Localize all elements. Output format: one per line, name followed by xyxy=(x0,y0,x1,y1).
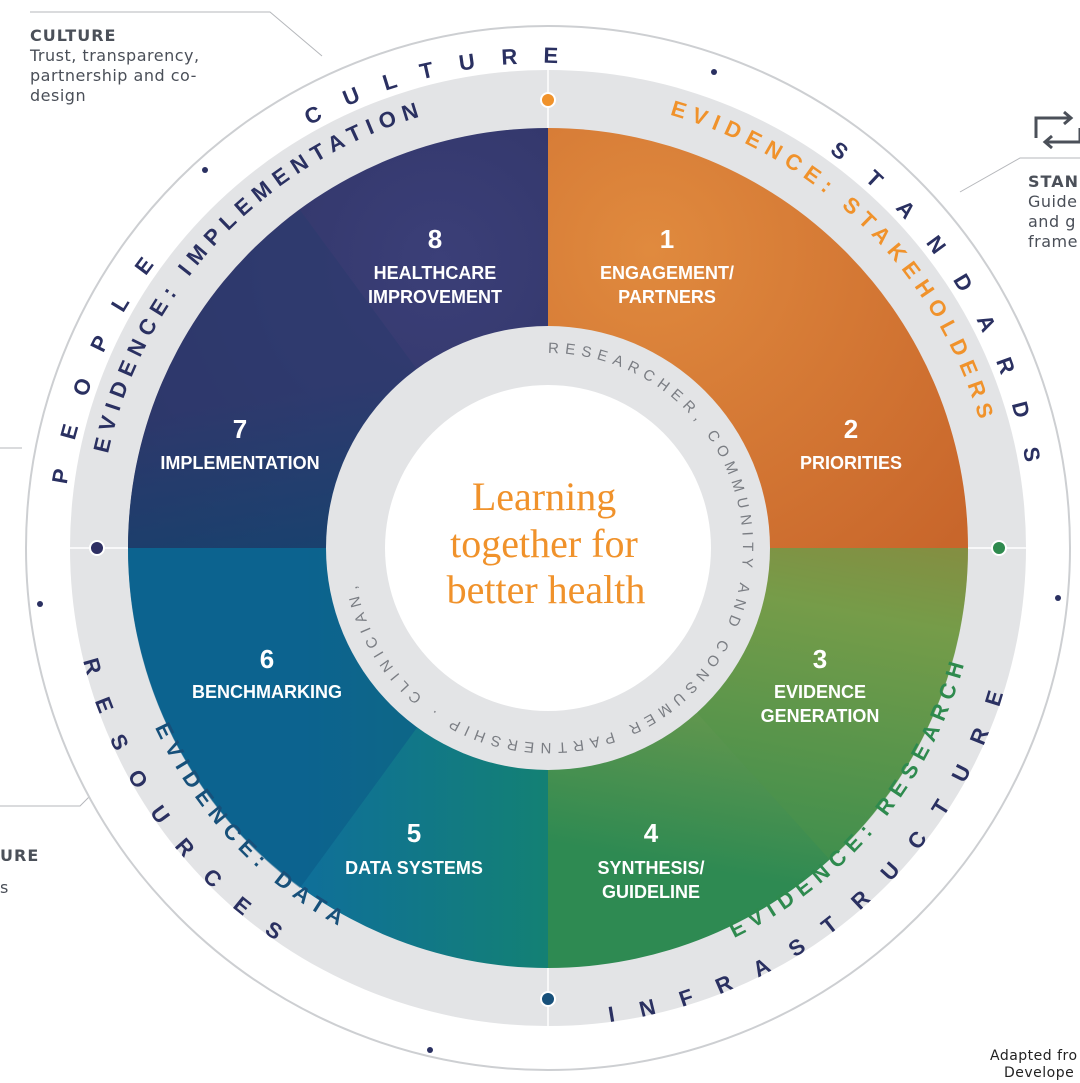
segment-6: 6 BENCHMARKING xyxy=(192,644,342,702)
segment-6-number: 6 xyxy=(260,644,274,674)
segment-6-label-line-1: BENCHMARKING xyxy=(192,682,342,702)
segment-8-label-line-2: IMPROVEMENT xyxy=(368,287,502,307)
segment-4-number: 4 xyxy=(644,818,659,848)
segment-4-label-line-1: SYNTHESIS/ xyxy=(597,858,704,878)
center-title-line-1: Learning xyxy=(472,474,616,519)
segment-3-label-line-1: EVIDENCE xyxy=(774,682,866,702)
infrastructure-callout: URE s xyxy=(0,846,40,898)
outer-ring-dots xyxy=(37,69,1061,1053)
segment-labels: 1 ENGAGEMENT/ PARTNERS 2 PRIORITIES 3 EV… xyxy=(160,224,902,902)
credit-line-2: Develope xyxy=(1004,1065,1075,1081)
credit-note: Adapted fro Develope xyxy=(990,1048,1080,1082)
standards-callout-line-1: Guide xyxy=(1028,192,1078,211)
segment-1: 1 ENGAGEMENT/ PARTNERS xyxy=(600,224,734,307)
segment-1-label-line-2: PARTNERS xyxy=(618,287,716,307)
segment-2: 2 PRIORITIES xyxy=(800,414,902,473)
segment-7: 7 IMPLEMENTATION xyxy=(160,414,319,473)
research-node xyxy=(991,540,1007,556)
callout-leaders xyxy=(0,11,1080,807)
segment-3-label-line-2: GENERATION xyxy=(761,706,880,726)
segment-2-label-line-1: PRIORITIES xyxy=(800,453,902,473)
credit-line-1: Adapted fro xyxy=(990,1048,1078,1064)
segment-7-number: 7 xyxy=(233,414,247,444)
segment-5-number: 5 xyxy=(407,818,421,848)
data-node xyxy=(540,991,556,1007)
segment-2-number: 2 xyxy=(844,414,858,444)
infrastructure-callout-line: s xyxy=(0,878,9,897)
center-title-line-2: together for xyxy=(450,521,638,566)
standards-callout-line-2: and g xyxy=(1028,212,1076,231)
culture-callout: CULTURE Trust, transparency, partnership… xyxy=(30,26,260,106)
segment-1-number: 1 xyxy=(660,224,674,254)
segment-8: 8 HEALTHCARE IMPROVEMENT xyxy=(368,224,502,307)
standards-callout-title: STAN xyxy=(1028,172,1079,191)
center-disc xyxy=(385,385,711,711)
segment-7-label-line-1: IMPLEMENTATION xyxy=(160,453,319,473)
center-title-line-3: better health xyxy=(447,567,646,612)
center-title: Learning together for better health xyxy=(447,474,646,612)
segment-3-number: 3 xyxy=(813,644,827,674)
segment-3: 3 EVIDENCE GENERATION xyxy=(761,644,880,726)
standards-callout: STAN Guide and g frame xyxy=(1028,172,1080,252)
segment-8-number: 8 xyxy=(428,224,442,254)
segment-4: 4 SYNTHESIS/ GUIDELINE xyxy=(597,818,704,902)
segment-1-label-line-1: ENGAGEMENT/ xyxy=(600,263,734,283)
segment-8-label-line-1: HEALTHCARE xyxy=(374,263,497,283)
segment-5: 5 DATA SYSTEMS xyxy=(345,818,483,878)
segment-4-label-line-2: GUIDELINE xyxy=(602,882,700,902)
segment-5-label-line-1: DATA SYSTEMS xyxy=(345,858,483,878)
stakeholders-node xyxy=(540,92,556,108)
repeat-icon xyxy=(1034,110,1080,150)
culture-callout-title: CULTURE xyxy=(30,26,117,45)
implementation-node xyxy=(89,540,105,556)
culture-callout-text: Trust, transparency, partnership and co-… xyxy=(30,46,200,105)
standards-callout-line-3: frame xyxy=(1028,232,1078,251)
infrastructure-callout-title: URE xyxy=(0,846,40,865)
